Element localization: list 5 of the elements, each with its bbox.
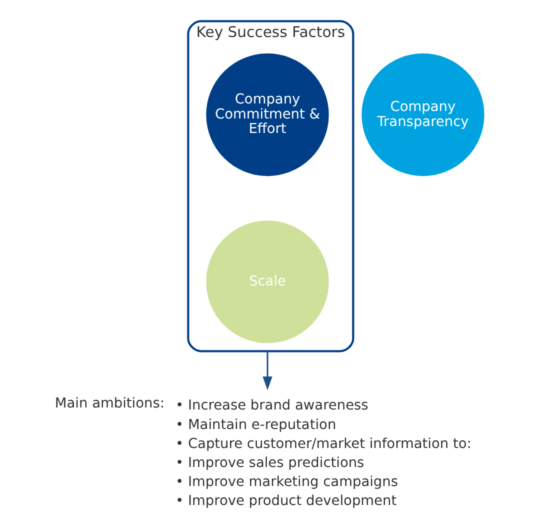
node-circle: Scale bbox=[206, 220, 328, 344]
node-text: Main ambitions: • Increase brand awareness • Maintain e-reputation • Capture customer/market information to: • Improve sales predictions • Improve marketing campaigns • Improve product development bbox=[54, 396, 471, 509]
arrow bbox=[262, 351, 272, 390]
node-circle: Company Commitment & Effort bbox=[206, 53, 328, 176]
node-circle: Company Transparency bbox=[361, 53, 484, 176]
